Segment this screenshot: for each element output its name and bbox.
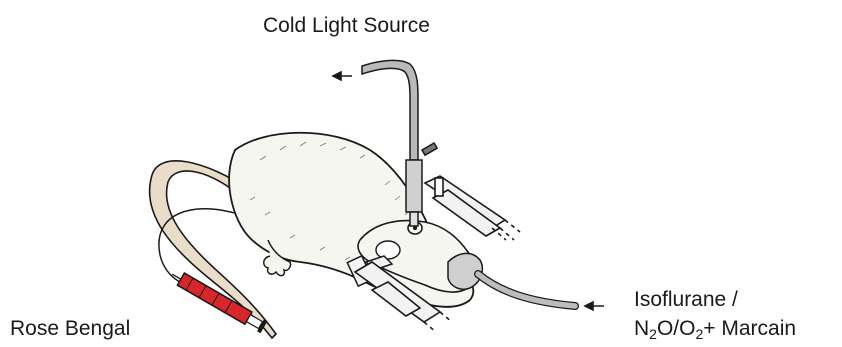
rat-ear xyxy=(376,241,400,259)
gas-arrow xyxy=(585,302,604,310)
light-arrow xyxy=(333,72,352,80)
label-isoflurane: Isoflurane / xyxy=(634,289,738,310)
gas-rest: + Marcain xyxy=(703,317,796,340)
label-gas-mixture: N2O/O2+ Marcain xyxy=(634,318,796,341)
gas-n: N xyxy=(634,317,649,340)
label-rose-bengal: Rose Bengal xyxy=(10,318,130,339)
gas-o: O/O xyxy=(657,317,696,340)
label-cold-light-source: Cold Light Source xyxy=(263,15,430,36)
anesthesia-tube xyxy=(478,274,575,306)
gas-n-subscript: 2 xyxy=(649,326,657,342)
